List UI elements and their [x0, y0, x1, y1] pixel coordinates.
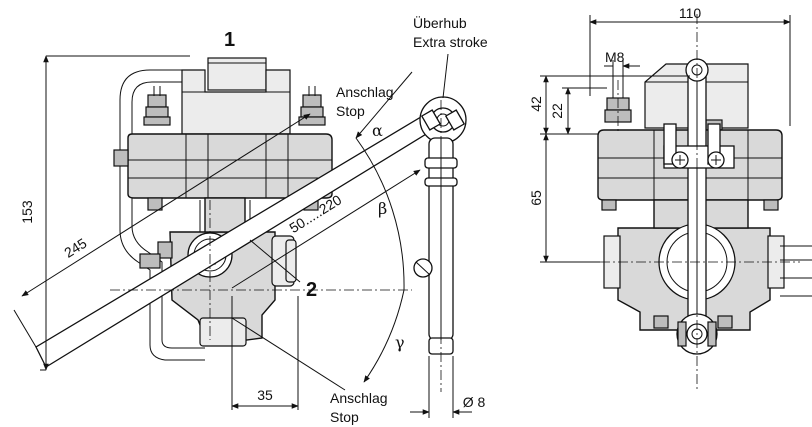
- label-stop-bottom-en: Stop: [330, 409, 359, 425]
- swing-arc: [355, 137, 405, 291]
- item-number-2: 2: [306, 279, 317, 301]
- thread-m8: M8: [605, 49, 625, 65]
- dim-153: 153: [19, 200, 35, 224]
- dim-22: 22: [549, 103, 565, 119]
- side-view: 153 245 50.....220 α β γ 35 Ø 8 1 2 Über…: [13, 14, 488, 425]
- label-stop-bottom-de: Anschlag: [330, 390, 388, 406]
- dim-110: 110: [679, 5, 702, 21]
- angle-beta: β: [378, 199, 387, 218]
- bolt-left: [147, 94, 167, 108]
- dim-245: 245: [61, 235, 89, 261]
- bolt-right: [302, 94, 322, 108]
- angle-gamma: γ: [395, 333, 405, 352]
- front-view: 110 M8 42 22 65: [528, 5, 812, 392]
- label-overstroke-de: Überhub: [413, 14, 467, 31]
- angle-alpha: α: [372, 121, 383, 140]
- label-stop-top-de: Anschlag: [336, 84, 394, 100]
- dim-35: 35: [257, 387, 273, 403]
- label-overstroke-en: Extra stroke: [413, 34, 488, 50]
- dim-rod-diameter: Ø 8: [463, 394, 486, 410]
- dim-42: 42: [528, 96, 544, 112]
- item-number-1: 1: [224, 29, 235, 51]
- dim-65: 65: [528, 190, 544, 206]
- label-stop-top-en: Stop: [336, 103, 365, 119]
